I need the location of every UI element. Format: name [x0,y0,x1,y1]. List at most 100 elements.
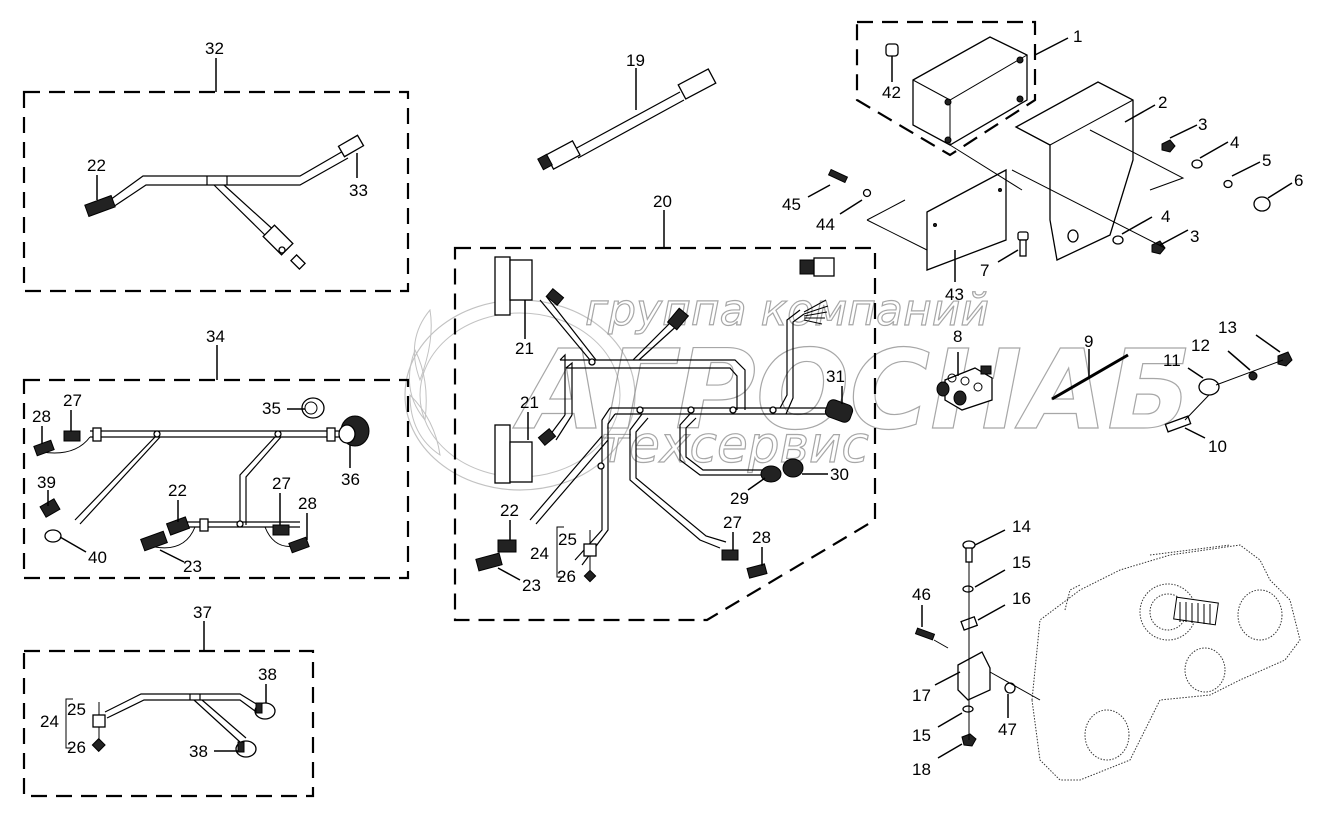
callout-22c: 22 [500,501,519,520]
callout-26: 26 [67,738,86,757]
nut-13-icon [1277,351,1293,367]
callout-29: 29 [730,489,749,508]
connector-27-icon [63,430,81,442]
callout-42: 42 [882,83,901,102]
callout-2: 2 [1158,93,1167,112]
bolt-45-icon [827,168,849,184]
callout-8: 8 [953,327,962,346]
callout-4a: 4 [1230,133,1239,152]
plug-38-icon [235,740,257,758]
callout-23b: 23 [522,576,541,595]
callout-21b: 21 [520,393,539,412]
plug-30-icon [782,458,804,478]
group-32-boundary [22,90,410,293]
callout-15b: 15 [912,726,931,745]
harness-34-cable [41,427,345,549]
plug-38-icon [254,702,276,720]
callout-27: 27 [63,391,82,410]
plate-43 [866,168,1007,271]
callout-20: 20 [653,192,672,211]
harness-group-37[interactable]: 37 24 25 26 38 38 [22,603,315,798]
callout-12: 12 [1191,336,1210,355]
callout-17: 17 [912,686,931,705]
harness-group-34[interactable]: 34 27 [22,327,410,580]
connector-block-8[interactable]: 8 [936,327,993,411]
callout-33: 33 [349,181,368,200]
callout-4b: 4 [1161,207,1170,226]
group-37-boundary [22,649,315,798]
watermark: группа компаний АГРОСНАБ техсервис [404,284,1192,491]
nut-3-icon [1161,139,1176,153]
callout-10: 10 [1208,437,1227,456]
clamp-assembly[interactable]: 10 11 12 13 [1163,318,1293,456]
washer-5-icon [1223,179,1233,189]
harness-group-32[interactable]: 32 22 33 [22,39,410,293]
group-1-boundary [855,20,1037,157]
harness-20-cable [529,295,830,566]
group-20-boundary [453,246,877,622]
washer-15-icon [962,705,974,713]
callout-36: 36 [341,470,360,489]
washer-12-icon [1248,371,1258,381]
callout-19: 19 [626,51,645,70]
callout-44: 44 [816,215,835,234]
connector-22-icon [84,194,116,218]
plug-35-icon [301,397,325,419]
sensor-bracket-assembly[interactable]: 14 15 16 17 15 18 46 47 [912,517,1301,781]
connector-27-icon [721,549,739,561]
callout-23: 23 [183,557,202,576]
callout-22b: 22 [168,481,187,500]
connector-icon [799,257,835,277]
callout-38b: 38 [189,742,208,761]
callout-16: 16 [1012,589,1031,608]
screw-14-icon [962,540,976,563]
cable-19[interactable]: 19 [537,51,717,171]
callout-43: 43 [945,285,964,304]
callout-24b: 24 [530,544,549,563]
callout-37: 37 [193,603,212,622]
callout-27b: 27 [272,474,291,493]
callout-35: 35 [262,399,281,418]
plug-29-icon [760,465,782,483]
plug-icon [666,307,690,331]
washer-15-icon [962,585,974,593]
bracket-24-icon [65,698,106,753]
callout-21a: 21 [515,339,534,358]
callout-3b: 3 [1190,227,1199,246]
gearbox-housing [1031,544,1301,781]
callout-31: 31 [826,367,845,386]
callout-11: 11 [1163,351,1181,370]
callout-26b: 26 [557,567,576,586]
connector-22-icon [165,516,191,536]
connector-39-icon [39,498,61,518]
callout-14: 14 [1012,517,1031,536]
callout-1: 1 [1073,27,1082,46]
ecu-connector-21-upper [494,256,565,316]
control-box-1 [912,36,1028,146]
connector-36-icon [338,415,370,447]
washer-4-icon [1191,159,1203,169]
bolt-46-icon [914,627,936,641]
callout-40: 40 [88,548,107,567]
callout-18: 18 [912,760,931,779]
connector-28-icon [746,563,768,579]
callout-30: 30 [830,465,849,484]
connector-23-icon [140,530,168,552]
callout-22: 22 [87,156,106,175]
callout-32: 32 [205,39,224,58]
callout-9: 9 [1084,332,1093,351]
harness-group-20[interactable]: 20 [453,192,877,622]
watermark-line3: техсервис [600,416,869,474]
ecu-connector-21-lower [494,424,557,484]
callout-27c: 27 [723,513,742,532]
cap-6-icon [1253,196,1271,212]
callout-25b: 25 [558,530,577,549]
connector-22-icon [497,539,517,553]
group-34-boundary [22,378,410,580]
control-box-assembly[interactable]: 42 1 2 43 45 44 7 [782,20,1303,304]
callout-7: 7 [980,261,989,280]
clamp-11-icon [1198,378,1220,396]
connector-23-icon [475,552,503,572]
cable-tie-9[interactable]: 9 [1051,332,1129,401]
